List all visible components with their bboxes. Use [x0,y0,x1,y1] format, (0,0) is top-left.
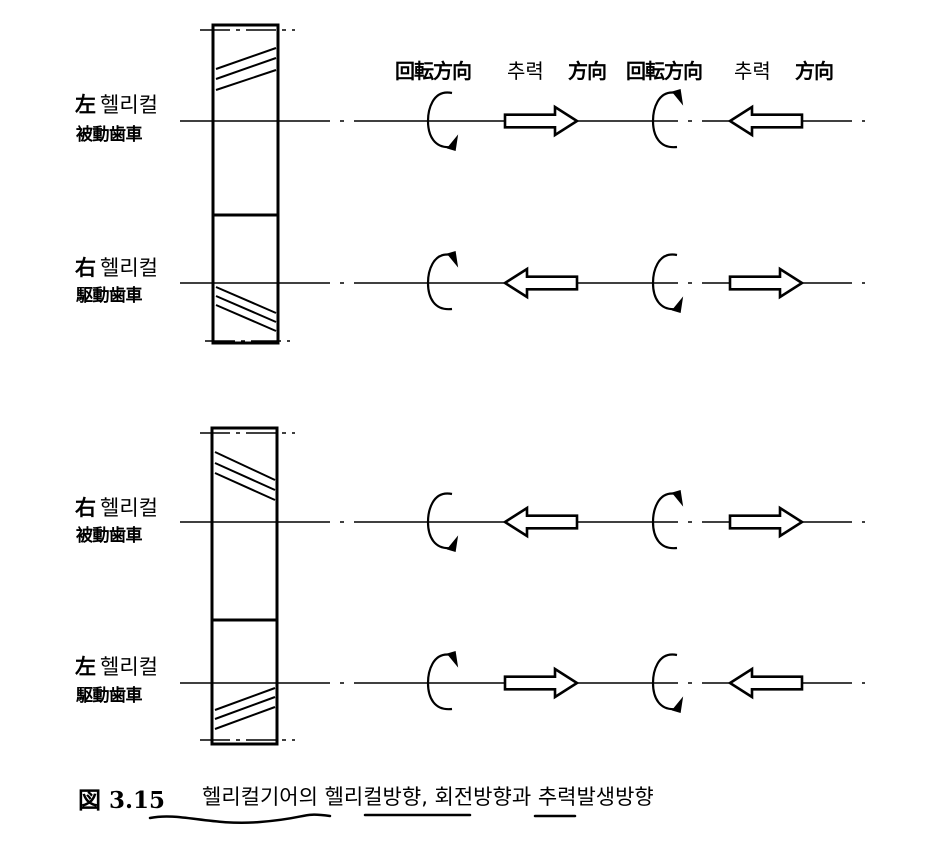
thrust-direction-arrow [502,505,579,539]
helix-tooth-line [215,295,277,323]
hand-kanji: 左 [75,654,96,679]
helix-tooth-line [215,304,277,332]
gear-pair-top [200,23,295,345]
header-rotation-direction-1: 回転方向 [395,59,472,83]
header-direction-1: 方向 [568,59,607,83]
thrust-direction-arrow [727,666,804,700]
hand-kanji: 右 [75,495,96,520]
rotation-arc [426,492,453,550]
hand-word: 헬리컬 [100,93,158,117]
figure-caption: 헬리컬기어의 헬리컬방향, 회전방향과 추력발생방향 [202,785,654,809]
hand-kanji: 右 [75,255,96,280]
rotation-arc [651,91,678,149]
axis-row [180,490,865,552]
header-thrust-1: 추력 [507,59,544,83]
hand-kanji: 左 [75,92,96,117]
rotation-direction-icon [651,253,684,313]
header-thrust-2: 추력 [734,59,771,83]
helix-tooth-line [215,69,277,91]
axis-row [180,651,865,713]
thrust-direction-arrow [503,666,580,700]
rotation-arrowhead [671,89,684,106]
caption-underline [148,813,577,824]
rotation-arrowhead [671,696,684,713]
rotation-direction-icon [426,492,459,552]
helix-tooth-line [214,706,276,730]
rotation-arrowhead [446,535,459,552]
figure-number: 図 3.15 [78,787,166,814]
rotation-direction-icon [651,89,684,149]
helix-tooth-line [215,286,277,314]
rotation-arc [651,653,678,711]
rotation-arrowhead [671,490,684,507]
thrust-direction-arrow [728,505,805,539]
row-3-role-label: 被動歯車 [76,526,143,546]
rotation-arrowhead [446,251,459,268]
row-1-role-label: 被動歯車 [76,125,143,145]
axis-row [180,251,865,313]
hand-word: 헬리컬 [100,496,158,520]
thrust-direction-arrow [502,266,579,300]
rotation-direction-icon [651,490,684,550]
row-4-role-label: 駆動歯車 [76,686,143,706]
axis-row [180,89,865,151]
rotation-direction-icon [426,91,459,151]
gear-pair-bottom [200,426,295,746]
rotation-direction-icon [426,251,459,311]
gear-body-bottom [210,426,279,746]
rotation-direction-icon [426,651,459,711]
thrust-direction-arrow [728,266,805,300]
rotation-arc [426,653,453,711]
rotation-arc [651,492,678,550]
rotation-direction-icon [651,653,684,713]
helix-tooth-line [215,57,277,80]
helix-tooth-line [214,472,276,501]
gear-body-top [211,23,280,345]
row-2-role-label: 駆動歯車 [76,286,143,306]
rotation-arrowhead [446,651,459,668]
rotation-arc [651,253,678,311]
header-rotation-direction-2: 回転方向 [626,59,703,83]
helix-tooth-line [214,696,276,720]
rotation-arc [426,91,453,149]
rotation-arrowhead [671,296,684,313]
rotation-arc [426,253,453,311]
helix-tooth-line [214,687,276,711]
thrust-direction-arrow [503,104,580,138]
hand-word: 헬리컬 [100,256,158,280]
thrust-direction-arrow [727,104,804,138]
helix-tooth-line [215,47,277,70]
helix-tooth-line [214,462,276,491]
helix-tooth-line [214,451,276,481]
hand-word: 헬리컬 [100,655,158,679]
header-direction-2: 方向 [795,59,834,83]
rotation-arrowhead [446,134,459,151]
axis-rows [180,89,865,713]
